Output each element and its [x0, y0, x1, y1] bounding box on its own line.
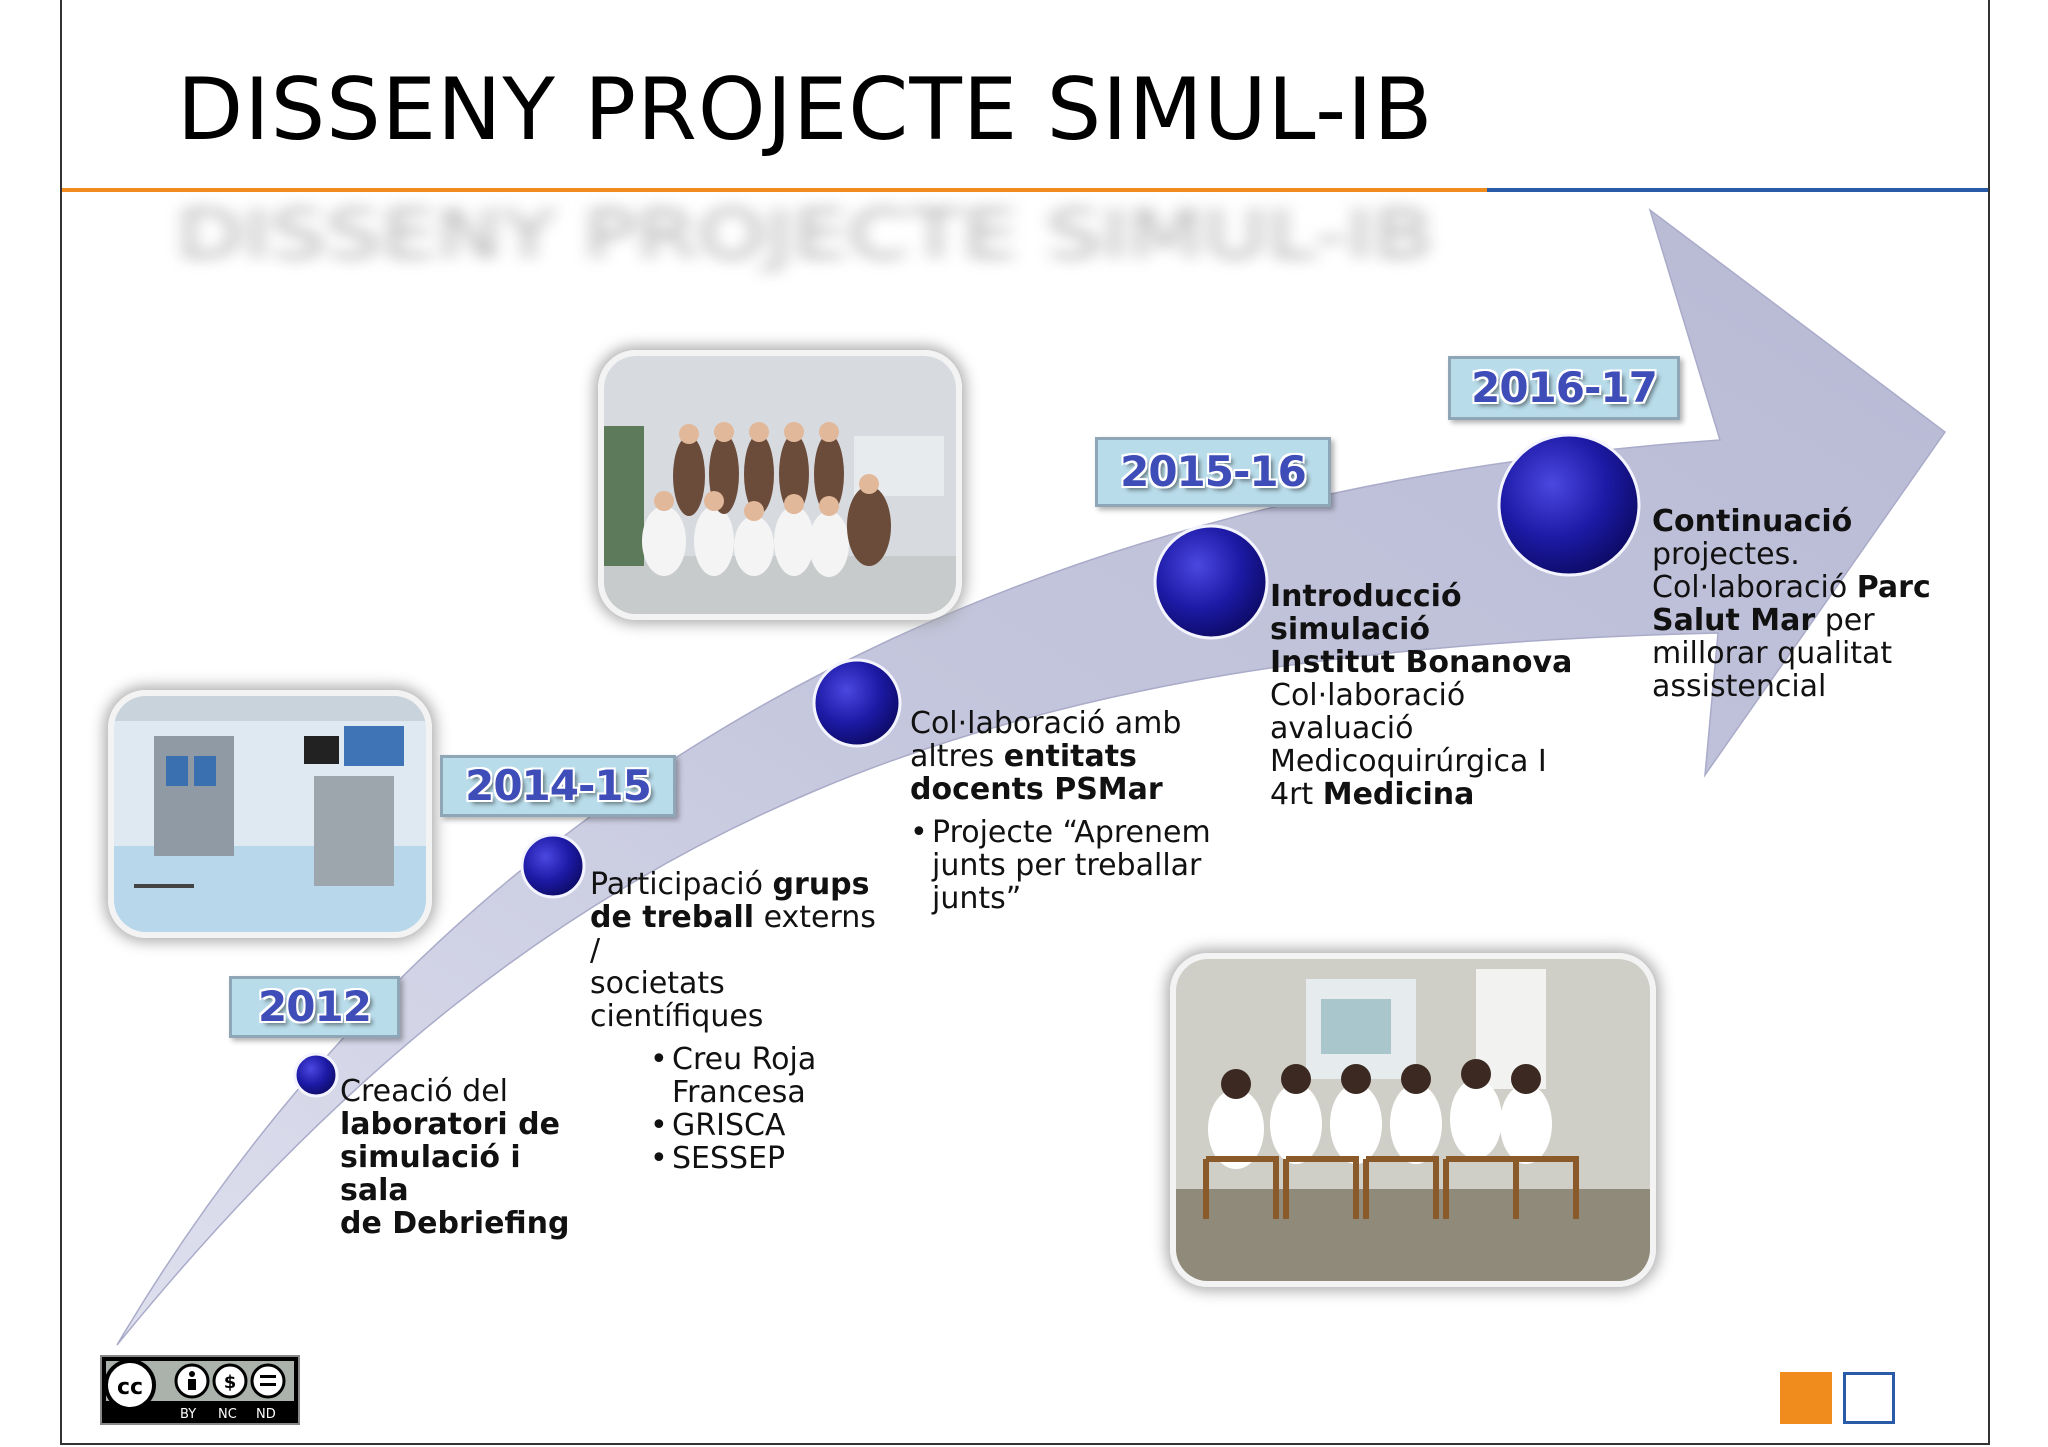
milestone-text-segment: assistencial	[1652, 669, 1827, 704]
milestone-line: Medicoquirúrgica I	[1270, 745, 1600, 778]
svg-text:BY: BY	[180, 1407, 196, 1422]
timeline-arrow	[116, 208, 1947, 1346]
milestone-text-segment: laboratori de	[340, 1107, 560, 1142]
slide-title-reflection: DISSENY PROJECTE SIMUL-IB	[177, 195, 1434, 275]
milestone-text-segment: Institut Bonanova	[1270, 645, 1573, 680]
milestone-line: assistencial	[1652, 670, 1952, 703]
cc-icon-label: cc	[117, 1375, 143, 1400]
milestone-line: Participació grups	[590, 868, 880, 901]
milestone-line: científiques	[590, 1000, 880, 1033]
milestone-line: simulació i sala	[340, 1141, 580, 1207]
year-box-2012: 2012	[229, 976, 400, 1038]
slide-title: DISSENY PROJECTE SIMUL-IB	[177, 60, 1434, 160]
milestone-text-segment: Col·laboració	[1270, 678, 1466, 713]
milestone-line: projectes.	[1652, 538, 1952, 571]
milestone-text-segment: Salut Mar	[1652, 603, 1816, 638]
milestone-dot-2	[812, 658, 902, 748]
cc-license-badge: cc $ BY NC ND	[100, 1355, 300, 1425]
milestone-text-segment: Medicina	[1322, 777, 1475, 812]
milestone-text-segment: grups	[772, 867, 870, 902]
milestone-text-segment: altres	[910, 739, 1004, 774]
milestone-line: Introducció simulació	[1270, 580, 1600, 646]
svg-text:NC: NC	[218, 1407, 237, 1422]
milestone-text-segment: per	[1815, 603, 1875, 638]
milestone-line: avaluació	[1270, 712, 1600, 745]
milestone-text-segment: Creació del	[340, 1074, 509, 1109]
milestone-line: Col·laboració Parc	[1652, 571, 1952, 604]
milestone-line: millorar qualitat	[1652, 637, 1952, 670]
milestone-dot-3	[1153, 524, 1269, 640]
milestone-dot-4	[1497, 433, 1641, 577]
milestone-text-segment: simulació i sala	[340, 1140, 521, 1208]
milestone-line: Col·laboració	[1270, 679, 1600, 712]
milestone-text-segment: 4rt	[1270, 777, 1323, 812]
milestone-text-segment: societats	[590, 966, 725, 1001]
year-box-2014-15: 2014-15	[440, 755, 676, 817]
milestone-text-segment: Parc	[1856, 570, 1931, 605]
milestone-text-segment: docents PSMar	[910, 772, 1163, 807]
milestone-dot-0	[293, 1052, 339, 1098]
milestone-bullet: Creu Roja Francesa	[650, 1043, 842, 1109]
milestone-line: Continuació	[1652, 505, 1952, 538]
milestone-text-segment: projectes.	[1652, 537, 1800, 572]
milestone-text-segment: Col·laboració amb	[910, 706, 1182, 741]
svg-text:ND: ND	[256, 1407, 276, 1422]
photo-simulation-lab	[108, 690, 432, 938]
milestone-text-segment: Medicoquirúrgica I	[1270, 744, 1547, 779]
milestone-text-segment: Col·laboració	[1652, 570, 1857, 605]
milestone-text-segment: de treball	[590, 900, 755, 935]
milestone-line: de treball externs /	[590, 901, 880, 967]
photo-group	[598, 350, 962, 620]
milestone-line: docents PSMar	[910, 773, 1220, 806]
milestone-text-segment: científiques	[590, 999, 764, 1034]
milestone-bullet: GRISCA	[650, 1109, 842, 1142]
milestone-text-segment: Continuació	[1652, 504, 1853, 539]
milestone-text-segment: entitats	[1003, 739, 1137, 774]
svg-text:$: $	[224, 1372, 237, 1393]
year-box-2015-16: 2015-16	[1095, 437, 1331, 507]
milestone-text-segment: millorar qualitat	[1652, 636, 1893, 671]
milestone-text-segment: externs /	[590, 900, 876, 968]
milestone-bullet: SESSEP	[650, 1142, 842, 1175]
milestone-line: de Debriefing	[340, 1207, 580, 1240]
milestone-line: Salut Mar per	[1652, 604, 1952, 637]
milestone-dot-1	[520, 833, 586, 899]
milestone-bullet: Projecte “Aprenem junts per treballar ju…	[910, 816, 1220, 915]
corner-square-blue	[1843, 1372, 1895, 1424]
cc-icon	[104, 1359, 156, 1411]
milestone-line: laboratori de	[340, 1108, 580, 1141]
milestone-line: Institut Bonanova	[1270, 646, 1600, 679]
nd-icon	[250, 1363, 286, 1399]
year-box-2016-17: 2016-17	[1448, 356, 1680, 420]
nc-icon	[212, 1363, 248, 1399]
milestone-bullets: Creu Roja FrancesaGRISCASESSEP	[650, 1043, 880, 1175]
photo-classroom	[1170, 953, 1656, 1287]
milestone-line: societats	[590, 967, 880, 1000]
title-rule-blue	[1487, 188, 1988, 192]
title-rule-orange	[62, 188, 1487, 192]
milestone-text-segment: avaluació	[1270, 711, 1414, 746]
milestone-text-segment: Participació	[590, 867, 773, 902]
milestone-line: Col·laboració amb	[910, 707, 1220, 740]
milestone-line: Creació del	[340, 1075, 580, 1108]
milestone-bullets: Projecte “Aprenem junts per treballar ju…	[910, 816, 1220, 915]
corner-square-orange	[1780, 1372, 1832, 1424]
milestone-text-segment: Introducció simulació	[1270, 579, 1462, 647]
milestone-text-segment: de Debriefing	[340, 1206, 570, 1241]
milestone-line: 4rt Medicina	[1270, 778, 1600, 811]
milestone-line: altres entitats	[910, 740, 1220, 773]
